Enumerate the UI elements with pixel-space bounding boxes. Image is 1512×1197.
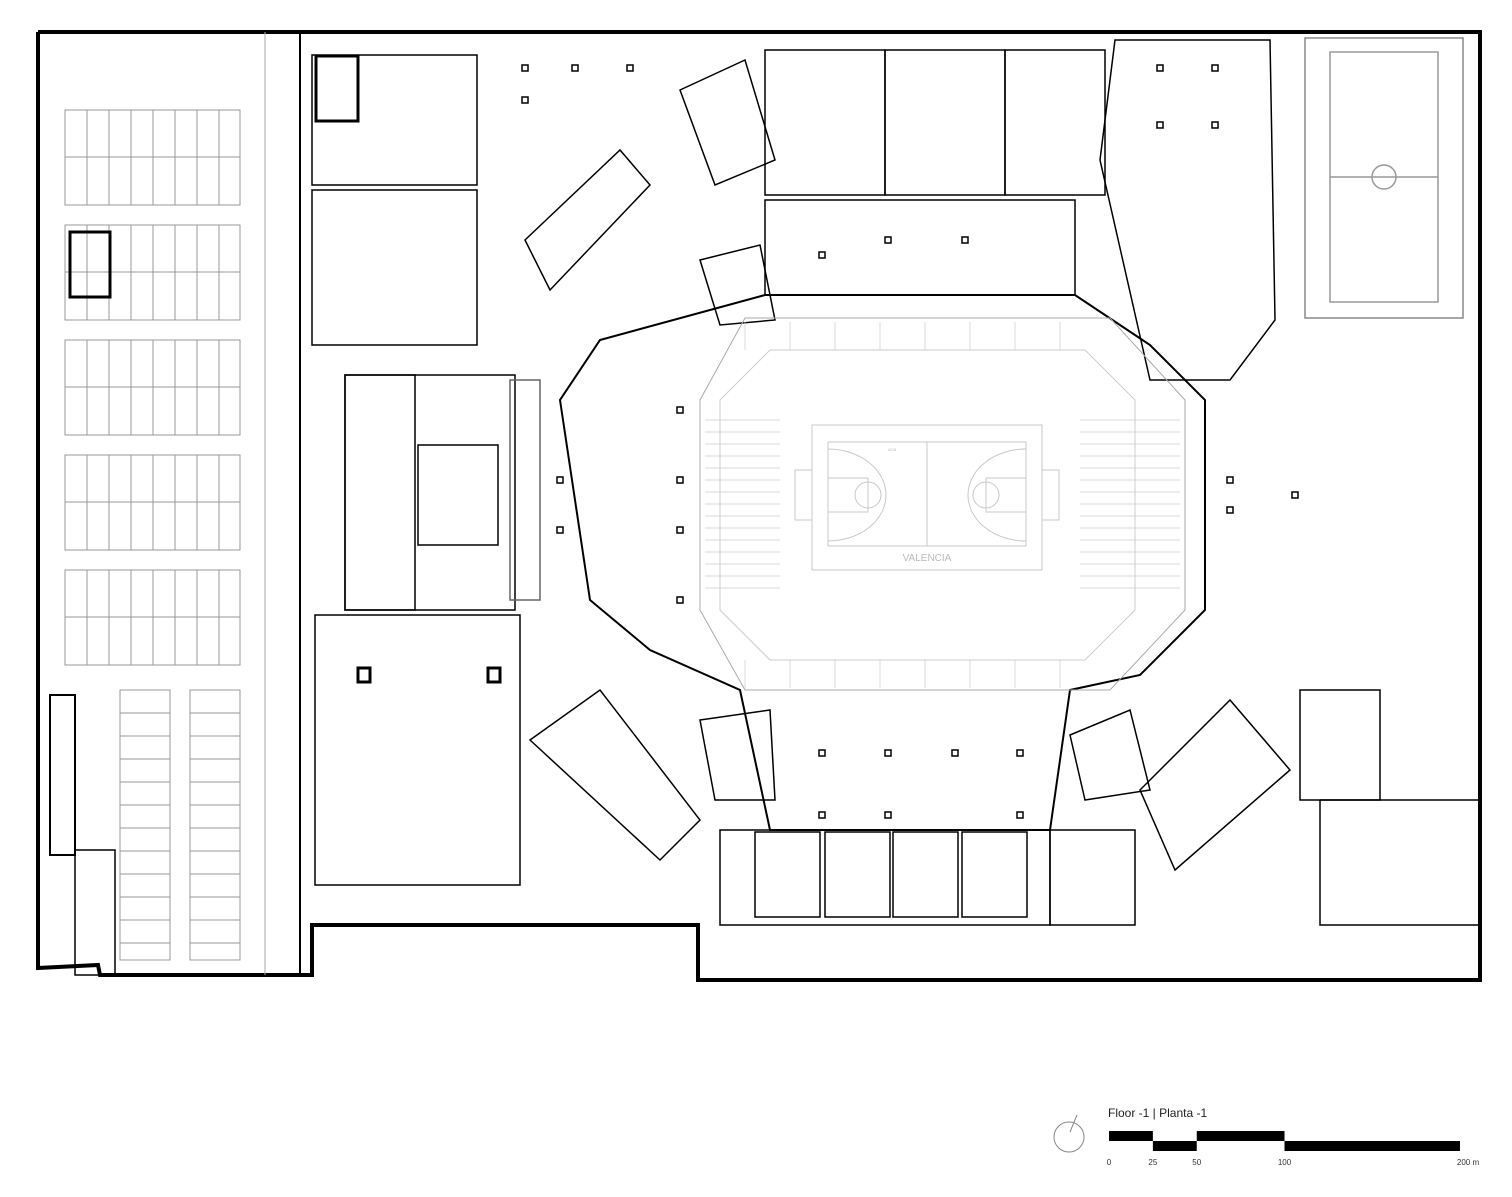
column	[1291, 491, 1299, 499]
column	[884, 811, 892, 819]
scale-segment	[1196, 1131, 1285, 1141]
column	[951, 749, 959, 757]
column	[556, 476, 564, 484]
service-rooms-left	[49, 54, 541, 976]
court-label: VALENCIA	[903, 553, 952, 564]
scale-tick-label: 100	[1277, 1158, 1292, 1167]
scale-tick-label: 50	[1192, 1158, 1202, 1167]
column	[571, 64, 579, 72]
north-arrow-icon	[1053, 1121, 1085, 1153]
scale-tick-label: 0	[1106, 1158, 1112, 1167]
columns	[521, 64, 1299, 819]
column	[818, 811, 826, 819]
column	[676, 596, 684, 604]
column	[521, 64, 529, 72]
column	[884, 749, 892, 757]
column	[818, 251, 826, 259]
scale-tick-label: 25	[1148, 1158, 1158, 1167]
service-rooms-top	[524, 37, 1464, 381]
basketball-court	[794, 424, 1060, 571]
column	[676, 526, 684, 534]
concourse-ring-outer	[558, 294, 1206, 831]
column	[961, 236, 969, 244]
scale-tick-label: 200 m	[1456, 1158, 1480, 1167]
court-sublabel: ACB	[888, 447, 897, 452]
column	[1226, 506, 1234, 514]
column	[1016, 811, 1024, 819]
scale-segment	[1152, 1141, 1197, 1151]
column	[1226, 476, 1234, 484]
legend-title: Floor -1 | Planta -1	[1108, 1106, 1208, 1120]
column	[676, 406, 684, 414]
column	[1156, 64, 1164, 72]
parking-area	[64, 109, 241, 961]
seating-bowl	[699, 317, 1186, 691]
column	[626, 64, 634, 72]
column	[818, 749, 826, 757]
scale-segment	[1284, 1141, 1460, 1151]
column	[521, 96, 529, 104]
column	[676, 476, 684, 484]
outer-wall	[36, 30, 1482, 982]
column	[884, 236, 892, 244]
column	[1156, 121, 1164, 129]
scale-segment	[1109, 1131, 1153, 1141]
column	[556, 526, 564, 534]
column	[1211, 64, 1219, 72]
service-rooms-bottom	[528, 688, 1481, 926]
column	[1211, 121, 1219, 129]
scale-bar	[1109, 1131, 1460, 1151]
column	[1016, 749, 1024, 757]
